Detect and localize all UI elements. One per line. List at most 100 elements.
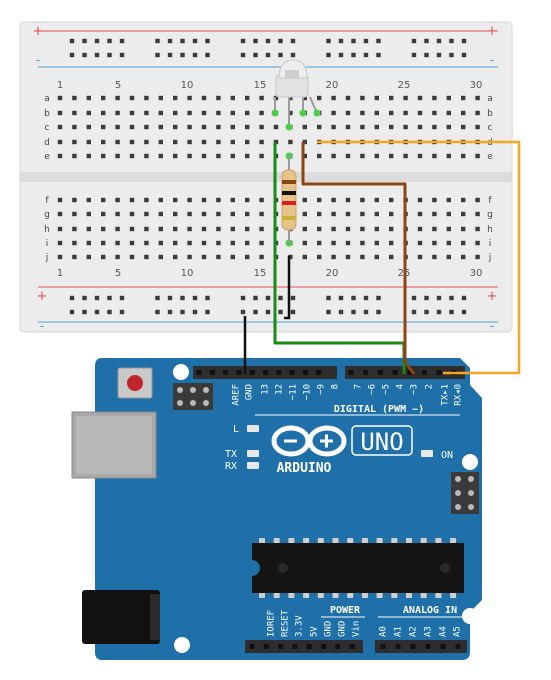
breadboard-hole <box>475 226 480 232</box>
rail-hole <box>192 52 198 58</box>
rgb-led[interactable] <box>274 59 318 126</box>
header-socket[interactable] <box>209 370 215 375</box>
header-socket[interactable] <box>263 644 269 649</box>
chip-pin <box>317 593 324 598</box>
header-socket[interactable] <box>395 644 401 649</box>
orange-wire[interactable] <box>317 140 521 375</box>
chip-pin <box>391 593 398 598</box>
digital-label: DIGITAL (PWM ~) <box>334 404 424 415</box>
breadboard-hole <box>259 153 264 159</box>
rail-hole <box>436 309 442 315</box>
breadboard-hole <box>115 240 120 246</box>
breadboard-hole <box>461 211 466 217</box>
rail-hole <box>290 38 296 44</box>
header-socket[interactable] <box>236 370 242 375</box>
analog-header <box>375 640 467 653</box>
header-socket[interactable] <box>377 370 383 375</box>
breadboard-hole <box>158 95 163 101</box>
rail-hole <box>461 52 467 58</box>
chip-pin <box>406 593 412 598</box>
breadboard-hole <box>345 226 351 232</box>
breadboard-hole <box>317 197 322 203</box>
reset-button-cap[interactable] <box>127 375 143 391</box>
rail-hole <box>240 309 246 315</box>
breadboard-hole <box>115 110 120 116</box>
black-wire-resistor[interactable] <box>284 256 291 320</box>
breadboard-hole <box>173 226 178 232</box>
digital-pin-label: GND <box>245 384 255 400</box>
breadboard-hole <box>374 240 379 246</box>
rail-plus-top-right: + <box>487 24 498 39</box>
rail-hole <box>69 295 75 301</box>
rail-hole <box>376 52 381 58</box>
header-socket[interactable] <box>306 644 312 649</box>
header-socket[interactable] <box>363 370 369 375</box>
header-socket[interactable] <box>425 644 431 649</box>
breadboard-hole <box>475 153 480 159</box>
breadboard-hole <box>317 254 322 260</box>
brown-wire[interactable] <box>301 142 416 375</box>
resistor[interactable] <box>281 156 297 243</box>
header-socket[interactable] <box>196 370 202 375</box>
breadboard-hole <box>374 197 379 203</box>
chip-pin <box>288 538 295 543</box>
col-num-1-bottom: 1 <box>57 268 63 279</box>
header-socket[interactable] <box>292 644 298 649</box>
rail-hole <box>192 295 198 301</box>
rail-hole <box>424 38 429 44</box>
on-led <box>421 450 433 457</box>
header-socket[interactable] <box>422 370 427 375</box>
header-socket[interactable] <box>410 644 416 649</box>
breadboard-hole <box>115 226 120 232</box>
breadboard-hole <box>374 110 379 116</box>
breadboard-hole <box>389 124 394 130</box>
header-socket[interactable] <box>223 370 229 375</box>
row-e-left: e <box>44 152 50 162</box>
header-socket[interactable] <box>316 370 322 375</box>
breadboard-hole <box>144 197 149 203</box>
row-f-left: f <box>45 196 49 206</box>
header-socket[interactable] <box>440 644 446 649</box>
header-socket[interactable] <box>436 370 442 375</box>
header-socket[interactable] <box>407 370 413 375</box>
rail-hole <box>107 52 112 58</box>
header-socket[interactable] <box>249 644 255 649</box>
rail-hole <box>240 38 246 44</box>
breadboard-hole <box>302 197 307 203</box>
breadboard-hole <box>230 95 235 101</box>
header-socket[interactable] <box>263 370 268 375</box>
header-socket[interactable] <box>335 644 341 649</box>
power-pin-label: 3.3V <box>295 615 305 637</box>
rail-hole <box>351 38 356 44</box>
header-socket[interactable] <box>392 370 398 375</box>
chip-pin <box>273 593 280 598</box>
header-socket[interactable] <box>380 644 386 649</box>
breadboard-hole <box>230 153 235 159</box>
breadboard-hole <box>417 110 423 116</box>
header-socket[interactable] <box>349 644 355 649</box>
breadboard-hole <box>216 211 221 217</box>
header-socket[interactable] <box>455 644 461 649</box>
header-socket[interactable] <box>289 370 295 375</box>
header-socket[interactable] <box>276 370 282 375</box>
header-socket[interactable] <box>321 644 326 649</box>
breadboard-hole <box>129 139 135 145</box>
header-socket[interactable] <box>249 370 255 375</box>
rail-hole <box>449 309 454 315</box>
row-b-right: b <box>487 109 493 119</box>
breadboard-hole <box>129 110 135 116</box>
breadboard-hole <box>417 153 423 159</box>
header-socket[interactable] <box>302 370 308 375</box>
rail-hole <box>338 295 344 301</box>
breadboard-hole <box>144 153 149 159</box>
header-socket[interactable] <box>278 644 284 649</box>
breadboard-hole <box>302 226 307 232</box>
rail-hole <box>253 52 258 58</box>
breadboard-hole <box>57 211 63 217</box>
rail-hole <box>69 38 75 44</box>
rail-hole <box>411 295 417 301</box>
breadboard-hole <box>187 197 192 203</box>
header-socket[interactable] <box>348 370 354 375</box>
